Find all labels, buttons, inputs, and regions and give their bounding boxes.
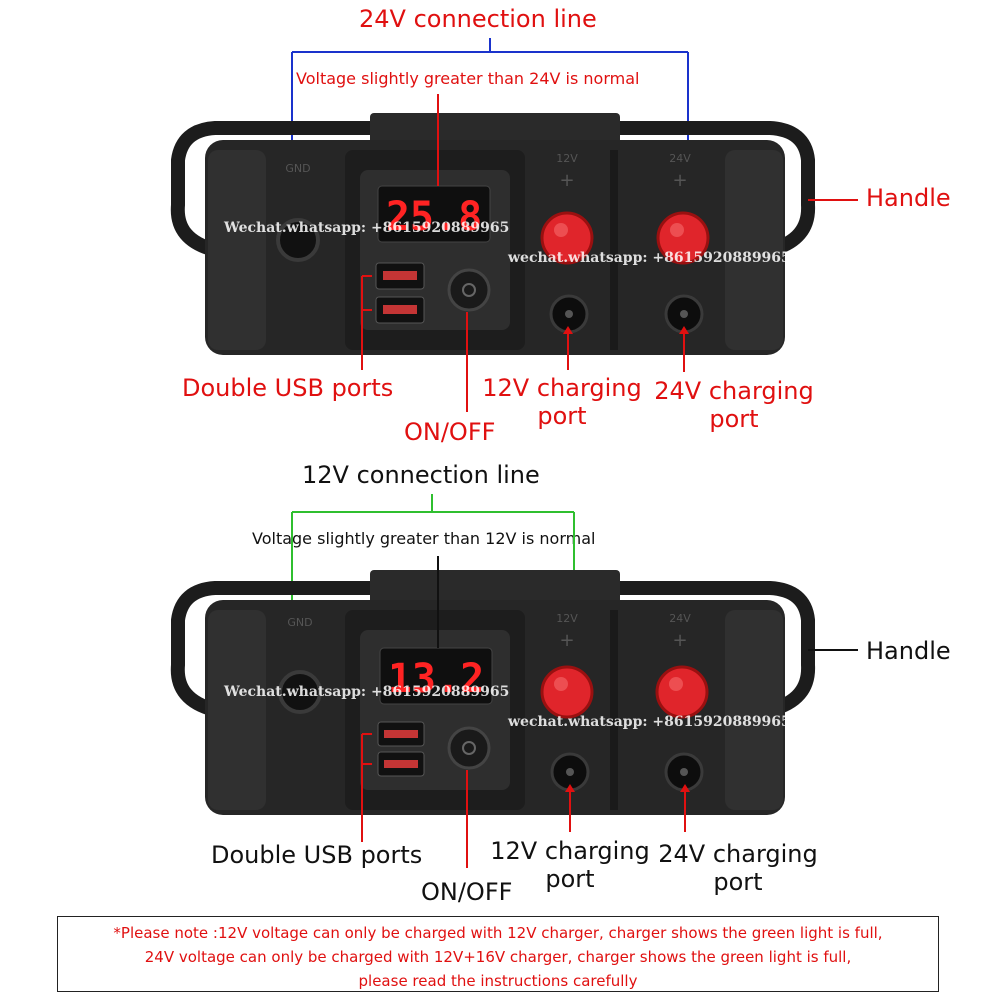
- bottom-24v-port-label: 24V charging port: [654, 840, 822, 896]
- bottom-terminal-label-12v: 12V: [556, 612, 578, 625]
- top-24v-port-label-line1: 24V charging: [654, 377, 814, 405]
- top-usb-label: Double USB ports: [182, 374, 394, 402]
- top-battery-device: 25.8 GND 12V 24V + + Wechat.whatsapp: +8…: [170, 38, 858, 412]
- top-12v-port-label-line1: 12V charging: [482, 374, 642, 402]
- bottom-connection-line-label: 12V connection line: [302, 461, 540, 489]
- plus-icon: +: [559, 170, 574, 191]
- top-terminal-label-gnd: GND: [285, 162, 310, 175]
- bottom-connection-line: [291, 494, 575, 675]
- top-voltage-display: [377, 185, 491, 243]
- bottom-watermark-left: Wechat.whatsapp: +8615920889965: [223, 684, 509, 700]
- top-right-end-cap: [725, 150, 783, 350]
- top-12v-port-label-line2: port: [537, 402, 587, 430]
- plus-icon: +: [672, 630, 687, 651]
- bottom-12v-port-label-line2: port: [545, 865, 595, 893]
- bottom-24v-port-label-line2: port: [713, 868, 763, 896]
- top-24v-port-label: 24V charging port: [650, 377, 818, 433]
- top-terminal-label-12v: 12V: [556, 152, 578, 165]
- top-connection-line-label: 24V connection line: [359, 5, 597, 33]
- bottom-left-end-cap: [208, 610, 266, 810]
- top-24v-terminal-knob[interactable]: [656, 211, 710, 265]
- top-terminal-label-24v: 24V: [669, 152, 691, 165]
- bottom-12v-port-label-line1: 12V charging: [490, 837, 650, 865]
- note-line-3: please read the instructions carefully: [358, 972, 638, 990]
- arrow-up-icon: [680, 784, 690, 792]
- bottom-12v-terminal-knob[interactable]: [540, 665, 594, 719]
- plus-icon: +: [559, 630, 574, 651]
- bottom-usb-label: Double USB ports: [211, 841, 423, 869]
- arrow-up-icon: [563, 326, 573, 334]
- note-line-2: 24V voltage can only be charged with 12V…: [144, 948, 852, 966]
- top-display-value: 25.8: [386, 194, 482, 240]
- top-24v-port-label-line2: port: [709, 405, 759, 433]
- top-handle-label: Handle: [866, 184, 951, 212]
- top-power-button[interactable]: [447, 268, 491, 312]
- top-onoff-label: ON/OFF: [404, 418, 496, 446]
- arrow-up-icon: [565, 784, 575, 792]
- plus-icon: +: [672, 170, 687, 191]
- bottom-terminal-label-24v: 24V: [669, 612, 691, 625]
- bottom-12v-port-label: 12V charging port: [484, 837, 656, 893]
- bottom-24v-port-label-line1: 24V charging: [658, 840, 818, 868]
- top-watermark-right: wechat.whatsapp: +8615920889965: [507, 250, 791, 266]
- bottom-right-end-cap: [725, 610, 783, 810]
- bottom-onoff-label: ON/OFF: [421, 878, 513, 906]
- bottom-voltage-note: Voltage slightly greater than 12V is nor…: [252, 529, 596, 548]
- note-line-1: *Please note :12V voltage can only be ch…: [113, 924, 883, 942]
- bottom-terminal-label-gnd: GND: [287, 616, 312, 629]
- arrow-up-icon: [679, 326, 689, 334]
- top-12v-port-label: 12V charging port: [478, 374, 646, 430]
- bottom-watermark-right: wechat.whatsapp: +8615920889965: [507, 714, 791, 730]
- bottom-24v-terminal-knob[interactable]: [655, 665, 709, 719]
- top-voltage-note: Voltage slightly greater than 24V is nor…: [296, 69, 640, 88]
- warning-note-box: *Please note :12V voltage can only be ch…: [57, 916, 939, 992]
- top-12v-terminal-knob[interactable]: [540, 211, 594, 265]
- bottom-display-value: 13.2: [388, 656, 484, 702]
- top-gnd-terminal[interactable]: [276, 218, 320, 262]
- bottom-gnd-terminal[interactable]: [278, 670, 322, 714]
- bottom-battery-device: 13.2 GND 12V 24V + + Wechat.whatsapp: +8…: [170, 494, 858, 868]
- top-connection-line: [291, 38, 689, 222]
- top-watermark-left: Wechat.whatsapp: +8615920889965: [223, 220, 509, 236]
- bottom-handle-label: Handle: [866, 637, 951, 665]
- bottom-power-button[interactable]: [447, 726, 491, 770]
- bottom-voltage-display: [379, 647, 493, 705]
- top-left-end-cap: [208, 150, 266, 350]
